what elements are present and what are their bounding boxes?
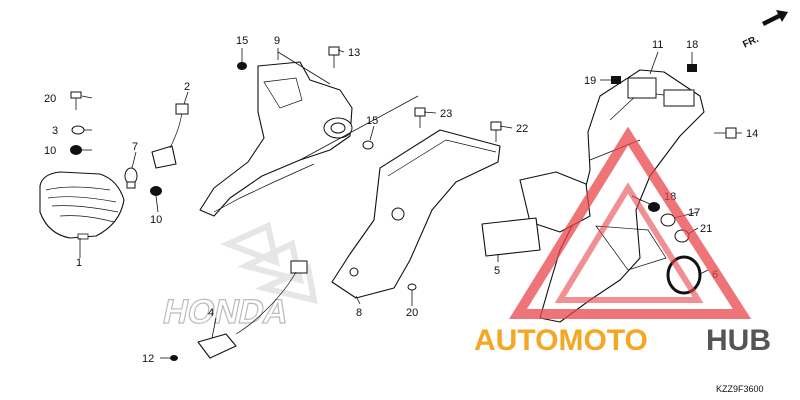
bulb bbox=[124, 167, 138, 189]
rubber-cap-upper bbox=[70, 145, 82, 155]
callout-15b: 15 bbox=[366, 115, 378, 127]
callout-22: 20 bbox=[44, 93, 56, 105]
callout-2: 2 bbox=[184, 81, 190, 93]
callout-14: 14 bbox=[746, 128, 758, 140]
socket-harness bbox=[151, 103, 189, 169]
callout-18b: 19 bbox=[584, 75, 596, 87]
rubber-cap-lower bbox=[150, 186, 162, 196]
callout-23: 23 bbox=[440, 108, 452, 120]
callout-18a: 18 bbox=[686, 39, 698, 51]
callout-12: 12 bbox=[142, 353, 154, 365]
direction-label: FR. bbox=[741, 34, 760, 51]
callout-20: 21 bbox=[700, 223, 712, 235]
callout-13: 13 bbox=[348, 47, 360, 59]
screw-15-lower bbox=[362, 140, 374, 150]
watermark-triangle-inner bbox=[554, 182, 704, 303]
rear-fender-stay bbox=[331, 129, 501, 299]
bolt-21 bbox=[490, 121, 502, 142]
callout-19: 20 bbox=[406, 307, 418, 319]
front-direction-arrow: FR. bbox=[741, 10, 788, 51]
callout-21: 22 bbox=[516, 123, 528, 135]
bolt-14 bbox=[714, 127, 737, 139]
license-light-harness bbox=[197, 260, 308, 359]
callout-9: 9 bbox=[274, 35, 280, 47]
reflector bbox=[481, 217, 541, 257]
bolt-22 bbox=[70, 91, 82, 110]
clip-18b bbox=[687, 64, 697, 72]
callout-3: 3 bbox=[52, 125, 58, 137]
screw-19 bbox=[407, 283, 417, 298]
screw-12 bbox=[170, 355, 178, 361]
callout-15a: 15 bbox=[236, 35, 248, 47]
bolt-23 bbox=[414, 107, 426, 128]
rear-fender-upper bbox=[199, 61, 353, 217]
clip-18a bbox=[611, 76, 621, 84]
callout-4: 4 bbox=[208, 307, 214, 319]
watermark-triangle-outer bbox=[509, 126, 752, 319]
washer-3 bbox=[71, 125, 85, 135]
tail-light-assembly bbox=[39, 171, 125, 240]
callout-7: 7 bbox=[132, 141, 138, 153]
callout-5: 5 bbox=[494, 265, 500, 277]
callout-16: 17 bbox=[688, 207, 700, 219]
watermark-text-automoto: AUTOMOTO bbox=[474, 324, 648, 357]
screw-15-upper bbox=[237, 62, 247, 70]
drawing-code: KZZ9F3600 bbox=[716, 384, 764, 394]
automotohub-watermark: AUTOMOTO HUB bbox=[474, 126, 771, 357]
nut-17 bbox=[648, 202, 660, 212]
callout-1: 1 bbox=[76, 257, 82, 269]
watermark-text-hub: HUB bbox=[706, 324, 771, 357]
honda-watermark-text: HONDA bbox=[160, 293, 293, 331]
callout-10a: 10 bbox=[44, 145, 56, 157]
callout-11: 11 bbox=[652, 39, 663, 51]
callout-8: 8 bbox=[356, 307, 362, 319]
collar-16 bbox=[660, 213, 676, 227]
callout-10b: 10 bbox=[150, 214, 162, 226]
bolt-13 bbox=[328, 46, 340, 68]
